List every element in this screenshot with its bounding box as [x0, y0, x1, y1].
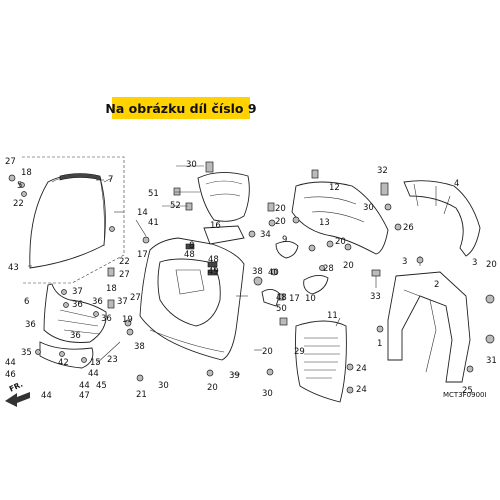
- label-26: 26: [403, 223, 414, 233]
- label-10: 10: [305, 294, 316, 304]
- label-3: 3: [402, 257, 407, 267]
- label-39: 39: [229, 371, 240, 381]
- label-8: 8: [189, 241, 194, 251]
- label-36: 36: [70, 331, 81, 341]
- label-20: 20: [335, 237, 346, 247]
- label-5: 5: [17, 181, 22, 191]
- label-27: 27: [130, 293, 141, 303]
- label-42: 42: [58, 358, 69, 368]
- fr-label: FR.: [8, 380, 25, 394]
- label-27: 27: [119, 270, 130, 280]
- label-27: 27: [5, 157, 16, 167]
- label-30: 30: [363, 203, 374, 213]
- label-22: 22: [119, 257, 130, 267]
- label-36: 36: [92, 297, 103, 307]
- label-31: 31: [486, 356, 497, 366]
- part-number-banner: Na obrázku díl číslo 9: [105, 97, 257, 119]
- front-direction-arrow: [5, 392, 30, 407]
- label-28: 28: [323, 264, 334, 274]
- label-14: 14: [137, 208, 148, 218]
- label-33: 33: [370, 292, 381, 302]
- label-17: 17: [137, 250, 148, 260]
- front-upper-cowl: [136, 236, 245, 382]
- label-48: 48: [276, 293, 287, 303]
- label-44: 44: [79, 381, 90, 391]
- label-13: 13: [319, 218, 330, 228]
- label-6: 6: [24, 297, 29, 307]
- label-4: 4: [454, 179, 459, 189]
- label-20: 20: [262, 347, 273, 357]
- label-15: 15: [90, 358, 101, 368]
- label-16: 16: [210, 221, 221, 231]
- label-50: 50: [276, 304, 287, 314]
- label-37: 37: [117, 297, 128, 307]
- part-labels: 27 18 5 22 7 14 43 6 37 36 36 37 36 36 3…: [5, 157, 497, 401]
- label-11: 11: [327, 311, 338, 321]
- label-30: 30: [262, 389, 273, 399]
- label-40: 40: [268, 268, 279, 278]
- label-22: 22: [13, 199, 24, 209]
- upper-stay: [380, 180, 481, 257]
- frame-stay: [371, 256, 495, 383]
- label-30: 30: [186, 160, 197, 170]
- part-9: [275, 240, 334, 295]
- label-20: 20: [486, 260, 497, 270]
- label-36: 36: [72, 300, 83, 310]
- inner-cover-left: [35, 267, 134, 369]
- leader-lines: [28, 165, 341, 375]
- label-7: 7: [108, 175, 113, 185]
- label-25: 25: [462, 386, 473, 396]
- label-2: 2: [434, 280, 439, 290]
- diagram-code: MCT3F0900I: [443, 391, 487, 399]
- inner-lower-panel: [266, 320, 354, 403]
- label-3: 3: [472, 258, 477, 268]
- meter-panel: [291, 169, 402, 255]
- label-24: 24: [356, 385, 367, 395]
- label-1: 1: [377, 339, 382, 349]
- label-36: 36: [101, 314, 112, 324]
- label-9: 9: [282, 235, 287, 245]
- windscreen-group: [8, 156, 125, 284]
- label-36: 36: [25, 320, 36, 330]
- mid-brackets: [253, 268, 288, 326]
- label-41: 41: [148, 218, 159, 228]
- label-47: 47: [79, 391, 90, 401]
- label-43: 43: [8, 263, 19, 273]
- label-17: 17: [289, 294, 300, 304]
- label-18: 18: [21, 168, 32, 178]
- label-21: 21: [136, 390, 147, 400]
- label-38: 38: [134, 342, 145, 352]
- label-29: 29: [294, 347, 305, 357]
- label-49: 49: [208, 267, 219, 277]
- label-32: 32: [377, 166, 388, 176]
- label-12: 12: [329, 183, 340, 193]
- label-30: 30: [158, 381, 169, 391]
- label-19: 19: [122, 315, 133, 325]
- label-38: 38: [252, 267, 263, 277]
- label-48: 48: [208, 255, 219, 265]
- label-37: 37: [72, 287, 83, 297]
- bracket-16: [203, 219, 276, 245]
- label-46: 46: [5, 370, 16, 380]
- label-44: 44: [88, 369, 99, 379]
- label-24: 24: [356, 364, 367, 374]
- label-45: 45: [96, 381, 107, 391]
- label-20: 20: [343, 261, 354, 271]
- label-48: 48: [184, 250, 195, 260]
- label-35: 35: [21, 348, 32, 358]
- label-20: 20: [207, 383, 218, 393]
- label-18: 18: [106, 284, 117, 294]
- windscreen: [29, 174, 106, 269]
- label-34: 34: [260, 230, 271, 240]
- label-51: 51: [148, 189, 159, 199]
- label-23: 23: [107, 355, 118, 365]
- label-20: 20: [275, 217, 286, 227]
- label-44: 44: [5, 358, 16, 368]
- air-duct: [173, 161, 275, 222]
- label-44: 44: [41, 391, 52, 401]
- label-20: 20: [275, 204, 286, 214]
- label-52: 52: [170, 201, 181, 211]
